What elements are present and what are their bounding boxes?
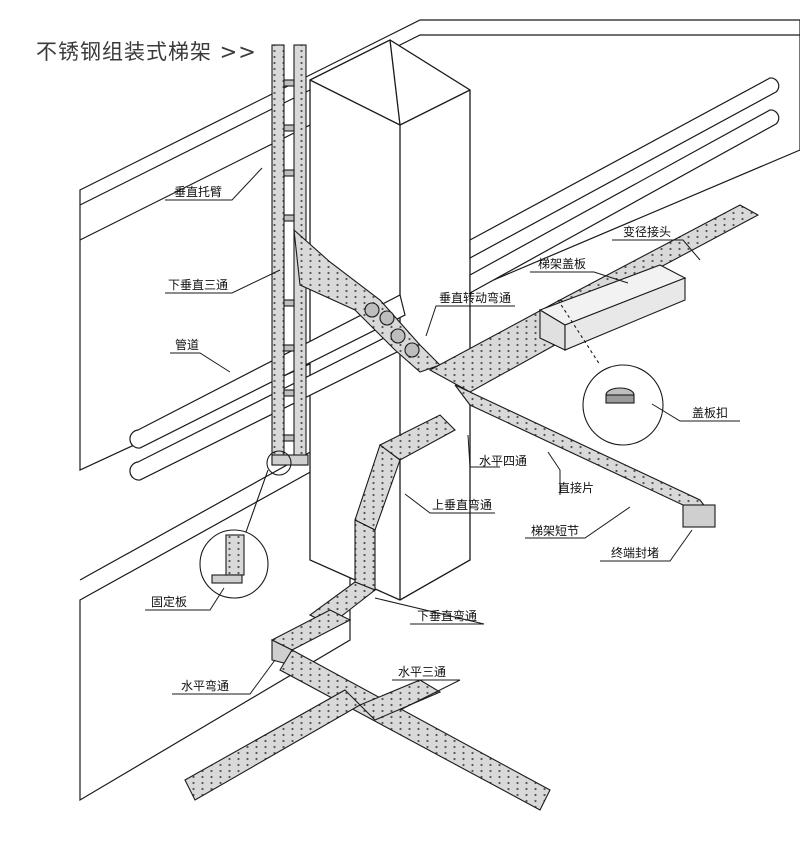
back-pipes — [469, 77, 780, 295]
label-reducer: 变径接头 — [622, 225, 672, 239]
label-connector-plate: 直接片 — [557, 481, 595, 495]
label-vertical-swivel-elbow: 垂直转动弯通 — [438, 291, 512, 305]
front-pipes — [129, 294, 406, 481]
leader-lines — [145, 167, 740, 711]
label-end-cap: 终端封堵 — [610, 546, 660, 560]
label-lower-vertical-elbow: 下垂直弯通 — [416, 609, 478, 623]
label-pipe: 管道 — [174, 338, 200, 352]
label-vertical-bracket: 垂直托臂 — [173, 185, 223, 199]
page-title: 不锈钢组装式梯架 >> — [36, 40, 257, 64]
label-horizontal-elbow: 水平弯通 — [180, 679, 230, 693]
label-ladder-cover: 梯架盖板 — [537, 257, 587, 271]
lower-horizontal-run — [184, 609, 551, 811]
label-ladder-short-section: 梯架短节 — [530, 524, 580, 538]
label-cover-clip: 盖板扣 — [691, 406, 729, 420]
label-upper-vertical-elbow: 上垂直弯通 — [431, 498, 493, 512]
label-horizontal-cross: 水平四通 — [478, 454, 528, 468]
label-lower-vertical-tee: 下垂直三通 — [167, 278, 229, 292]
detail-circles — [199, 299, 664, 599]
label-fixing-plate: 固定板 — [150, 595, 188, 609]
label-horizontal-tee: 水平三通 — [397, 665, 447, 679]
upper-horizontal-run — [293, 204, 760, 528]
